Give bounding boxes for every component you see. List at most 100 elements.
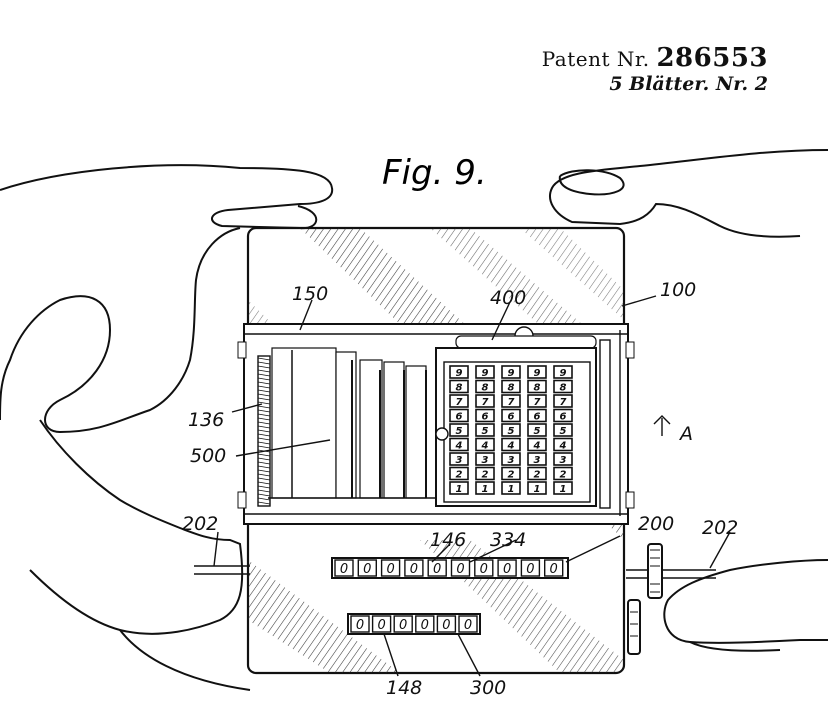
grid-digit: 2 [560,470,567,481]
grid-digit: 9 [508,368,515,379]
grid-cell [553,379,573,394]
grid-digit: 6 [482,412,489,423]
counter-cell [357,559,377,577]
label-200: 200 [638,513,674,535]
label-300: 300 [470,677,506,699]
grid-digit: 3 [456,455,463,466]
grid-cell [475,365,495,379]
rack-tooth [257,385,271,389]
counter-cell [436,615,457,633]
grid-digit: 4 [533,441,541,452]
grid-cell [501,437,521,452]
label-150: 150 [292,283,328,305]
rack-tooth [257,393,271,397]
counter-cell [497,559,517,577]
grid-cell [475,408,495,423]
adjust-knobs [194,543,716,655]
grid-cell [475,466,495,481]
grid-cell [553,365,573,379]
grid-digit: 9 [482,368,489,379]
rack-tooth [257,477,271,481]
grid-digit: 8 [560,383,567,394]
sheet-number: 2 [754,72,768,95]
grid-cell [449,365,469,379]
grid-digit: 3 [534,455,541,466]
rack-tooth [257,397,271,401]
counter-cell [520,559,541,577]
grid-cell [449,481,469,495]
rack-tooth [257,457,271,461]
counter-cell [334,559,354,577]
counter-digit: 0 [410,562,418,577]
rack-tooth [257,453,271,457]
grid-cell [553,452,573,466]
rack-tooth [257,501,271,505]
grid-cell [553,437,573,452]
counter-digit: 0 [442,618,450,633]
counter-cell [474,559,494,577]
grid-cell [449,394,469,408]
grid-digit: 5 [456,426,463,437]
rack-tooth [257,441,271,445]
grid-cell [527,423,547,437]
counter-cell [350,615,370,633]
grid-digit: 7 [534,397,541,408]
label-148: 148 [386,677,422,699]
counter-cell [371,615,392,633]
grid-digit: 2 [534,470,541,481]
rack-tooth [257,473,271,477]
grid-cell [475,423,495,437]
grid-cell [501,452,521,466]
label-334: 334 [490,529,526,551]
grid-digit: 2 [508,470,515,481]
label-400: 400 [490,287,526,309]
left-hand [0,164,334,434]
rack-tooth [257,445,271,449]
label-a: A [678,423,693,445]
grid-digit: 3 [560,455,567,466]
rack-tooth [257,401,271,405]
rack-tooth [257,425,271,429]
rack-tooth [257,405,271,409]
grid-digit: 1 [560,484,567,495]
rack-tooth [257,381,271,385]
grid-cell [527,437,547,452]
grid-digit: 9 [534,368,541,379]
figure-title: Fig. 9. [382,153,487,193]
rack-tooth [257,461,271,465]
grid-cell [553,466,573,481]
counter-digit: 0 [526,562,534,577]
grid-cell [553,423,573,437]
rack-tooth [257,357,271,361]
patent-header: Patent Nr. 286553 5 Blätter. Nr. 2 [541,43,768,96]
grid-cell [527,379,547,394]
grid-digit: 2 [456,470,463,481]
reference-labels: 150 400 100 136 500 A 202 146 334 200 20… [182,279,738,699]
rack-tooth [257,409,271,413]
grid-cell [527,394,547,408]
counter-digit: 0 [456,562,464,577]
rack-tooth [257,489,271,493]
grid-digit: 8 [534,383,541,394]
grid-digit: 2 [482,470,489,481]
grid-digit: 5 [534,426,541,437]
grid-digit: 3 [482,455,489,466]
right-hand [549,149,828,238]
grid-cell [475,452,495,466]
counter-cell [404,559,424,577]
grid-cell [449,379,469,394]
grid-digit: 3 [508,455,515,466]
counter-cell [427,559,447,577]
grid-cell [449,452,469,466]
grid-cell [475,379,495,394]
rack-tooth [257,465,271,469]
label-146: 146 [430,529,466,551]
patent-label: Patent [541,47,610,71]
grid-cell [501,394,521,408]
grid-cell [475,394,495,408]
grid-cell [553,408,573,423]
